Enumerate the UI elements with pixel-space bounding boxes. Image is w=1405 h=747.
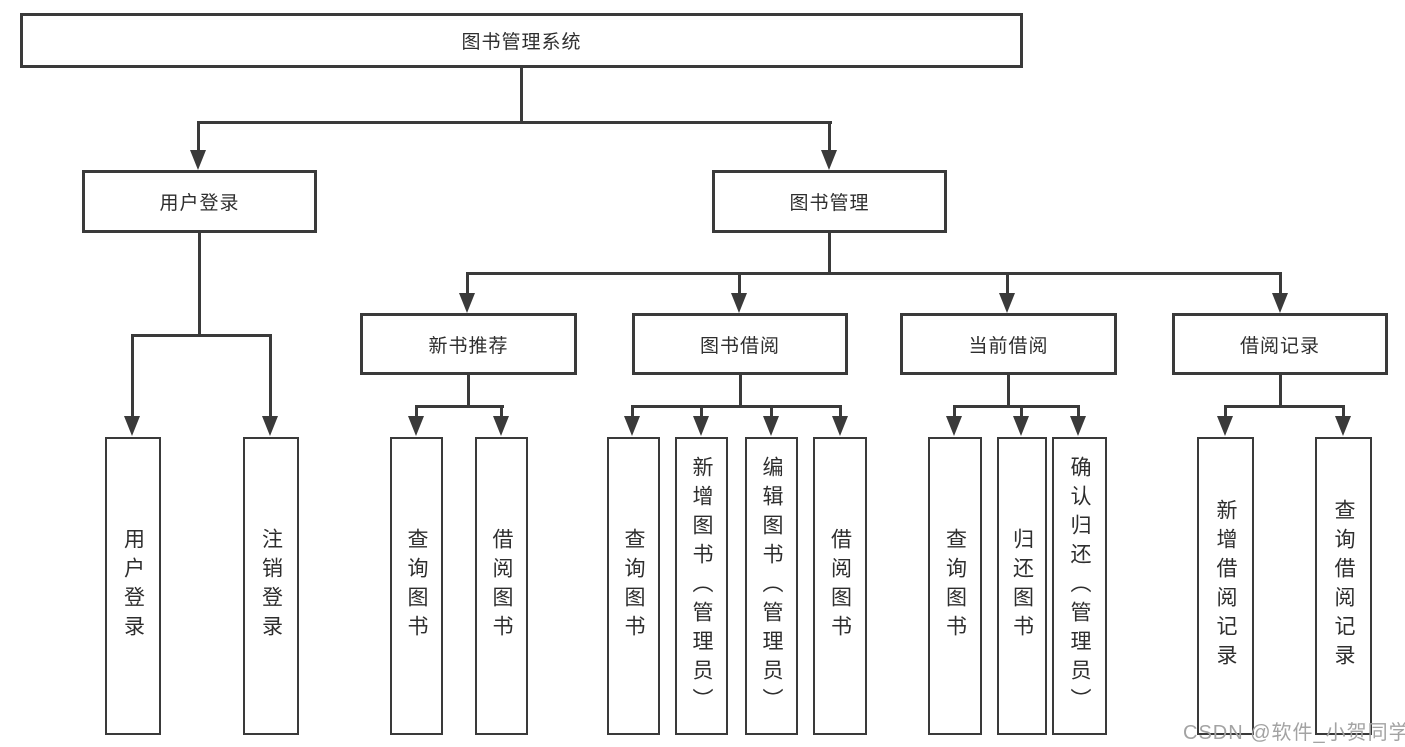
arrowhead-bb-query-icon (624, 416, 640, 436)
leaf-br-query-record-label: 查询借阅记录 (1332, 499, 1355, 673)
connector-bb-drop-2 (700, 405, 703, 419)
connector-root-left-drop (197, 121, 200, 152)
arrowhead-current-borrowing-icon (999, 293, 1015, 313)
leaf-cb-confirm-return-admin-label: 确认归还（管理员） (1068, 455, 1091, 717)
connector-bookmgmt-drop-3 (1006, 272, 1009, 295)
leaf-nb-borrow-books-label: 借阅图书 (490, 528, 513, 644)
arrowhead-new-book-recommend-icon (459, 293, 475, 313)
leaf-nb-query-books-label: 查询图书 (405, 528, 428, 644)
arrowhead-user-login-icon (190, 150, 206, 170)
arrowhead-leaf-user-login-icon (124, 416, 140, 436)
arrowhead-bb-edit-icon (763, 416, 779, 436)
connector-nb-drop-2 (500, 405, 503, 419)
connector-nb-drop-1 (415, 405, 418, 419)
arrowhead-cb-confirm-icon (1070, 416, 1086, 436)
connector-userlogin-drop-1 (131, 334, 134, 418)
leaf-bb-add-books-admin-label: 新增图书（管理员） (690, 455, 713, 717)
arrowhead-leaf-logout-icon (262, 416, 278, 436)
leaf-cb-query-books: 查询图书 (928, 437, 982, 735)
connector-cb-bar (954, 405, 1080, 408)
arrowhead-cb-query-icon (946, 416, 962, 436)
leaf-cb-return-books-label: 归还图书 (1010, 528, 1034, 644)
arrowhead-book-management-icon (821, 150, 837, 170)
leaf-br-add-record-label: 新增借阅记录 (1214, 499, 1237, 673)
arrowhead-br-query-icon (1335, 416, 1351, 436)
connector-userlogin-bar (132, 334, 272, 337)
node-book-borrowing-label: 图书借阅 (699, 335, 780, 357)
connector-root-right-drop (828, 121, 831, 152)
connector-bb-bar (632, 405, 842, 408)
connector-bb-drop-4 (839, 405, 842, 419)
leaf-bb-edit-books-admin: 编辑图书（管理员） (745, 437, 798, 735)
leaf-bb-borrow-books-label: 借阅图书 (828, 528, 852, 644)
node-user-login-label: 用户登录 (159, 193, 240, 214)
connector-root-stem (520, 68, 523, 124)
node-library-system: 图书管理系统 (20, 13, 1023, 68)
node-borrow-records-label: 借阅记录 (1239, 335, 1320, 357)
connector-cb-drop-3 (1077, 405, 1080, 419)
connector-bookmgmt-drop-1 (466, 272, 469, 295)
connector-bb-stem (739, 375, 742, 408)
leaf-user-login: 用户登录 (105, 437, 161, 735)
arrowhead-bb-borrow-icon (832, 416, 848, 436)
arrowhead-bb-add-icon (693, 416, 709, 436)
node-library-system-label: 图书管理系统 (461, 32, 582, 53)
leaf-cb-confirm-return-admin: 确认归还（管理员） (1052, 437, 1107, 735)
connector-br-drop-2 (1342, 405, 1345, 419)
leaf-logout-label: 注销登录 (259, 528, 283, 644)
connector-cb-drop-1 (953, 405, 956, 419)
leaf-bb-edit-books-admin-label: 编辑图书（管理员） (760, 455, 783, 717)
leaf-cb-return-books: 归还图书 (997, 437, 1047, 735)
leaf-br-query-record: 查询借阅记录 (1315, 437, 1372, 735)
node-book-borrowing: 图书借阅 (632, 313, 848, 375)
leaf-br-add-record: 新增借阅记录 (1197, 437, 1254, 735)
leaf-bb-query-books-label: 查询图书 (622, 528, 645, 644)
connector-bb-drop-3 (770, 405, 773, 419)
connector-nb-stem (467, 375, 470, 408)
connector-root-bar (198, 121, 832, 124)
node-current-borrowing: 当前借阅 (900, 313, 1117, 375)
connector-br-bar (1225, 405, 1345, 408)
leaf-cb-query-books-label: 查询图书 (943, 528, 967, 644)
connector-bookmgmt-stem (828, 233, 831, 275)
connector-bookmgmt-drop-2 (738, 272, 741, 295)
node-new-book-recommend-label: 新书推荐 (428, 335, 509, 357)
leaf-user-login-label: 用户登录 (121, 528, 145, 644)
leaf-bb-borrow-books: 借阅图书 (813, 437, 867, 735)
connector-bookmgmt-drop-4 (1279, 272, 1282, 295)
connector-cb-stem (1007, 375, 1010, 408)
node-borrow-records: 借阅记录 (1172, 313, 1388, 375)
node-book-management: 图书管理 (712, 170, 947, 233)
arrowhead-nb-borrow-icon (493, 416, 509, 436)
node-current-borrowing-label: 当前借阅 (968, 335, 1049, 357)
arrowhead-cb-return-icon (1013, 416, 1029, 436)
arrowhead-nb-query-icon (408, 416, 424, 436)
leaf-nb-query-books: 查询图书 (390, 437, 443, 735)
connector-userlogin-drop-2 (269, 334, 272, 418)
connector-userlogin-stem (198, 233, 201, 337)
connector-br-drop-1 (1224, 405, 1227, 419)
node-user-login: 用户登录 (82, 170, 317, 233)
connector-cb-drop-2 (1020, 405, 1023, 419)
connector-br-stem (1279, 375, 1282, 408)
arrowhead-br-add-icon (1217, 416, 1233, 436)
connector-bookmgmt-bar (467, 272, 1282, 275)
leaf-bb-add-books-admin: 新增图书（管理员） (675, 437, 728, 735)
node-new-book-recommend: 新书推荐 (360, 313, 577, 375)
connector-bb-drop-1 (631, 405, 634, 419)
arrowhead-book-borrowing-icon (731, 293, 747, 313)
connector-nb-bar (416, 405, 504, 408)
leaf-nb-borrow-books: 借阅图书 (475, 437, 528, 735)
leaf-logout: 注销登录 (243, 437, 299, 735)
node-book-management-label: 图书管理 (789, 193, 870, 214)
arrowhead-borrow-records-icon (1272, 293, 1288, 313)
csdn-watermark: CSDN @软件_小贺同学 (1183, 722, 1405, 744)
leaf-bb-query-books: 查询图书 (607, 437, 660, 735)
